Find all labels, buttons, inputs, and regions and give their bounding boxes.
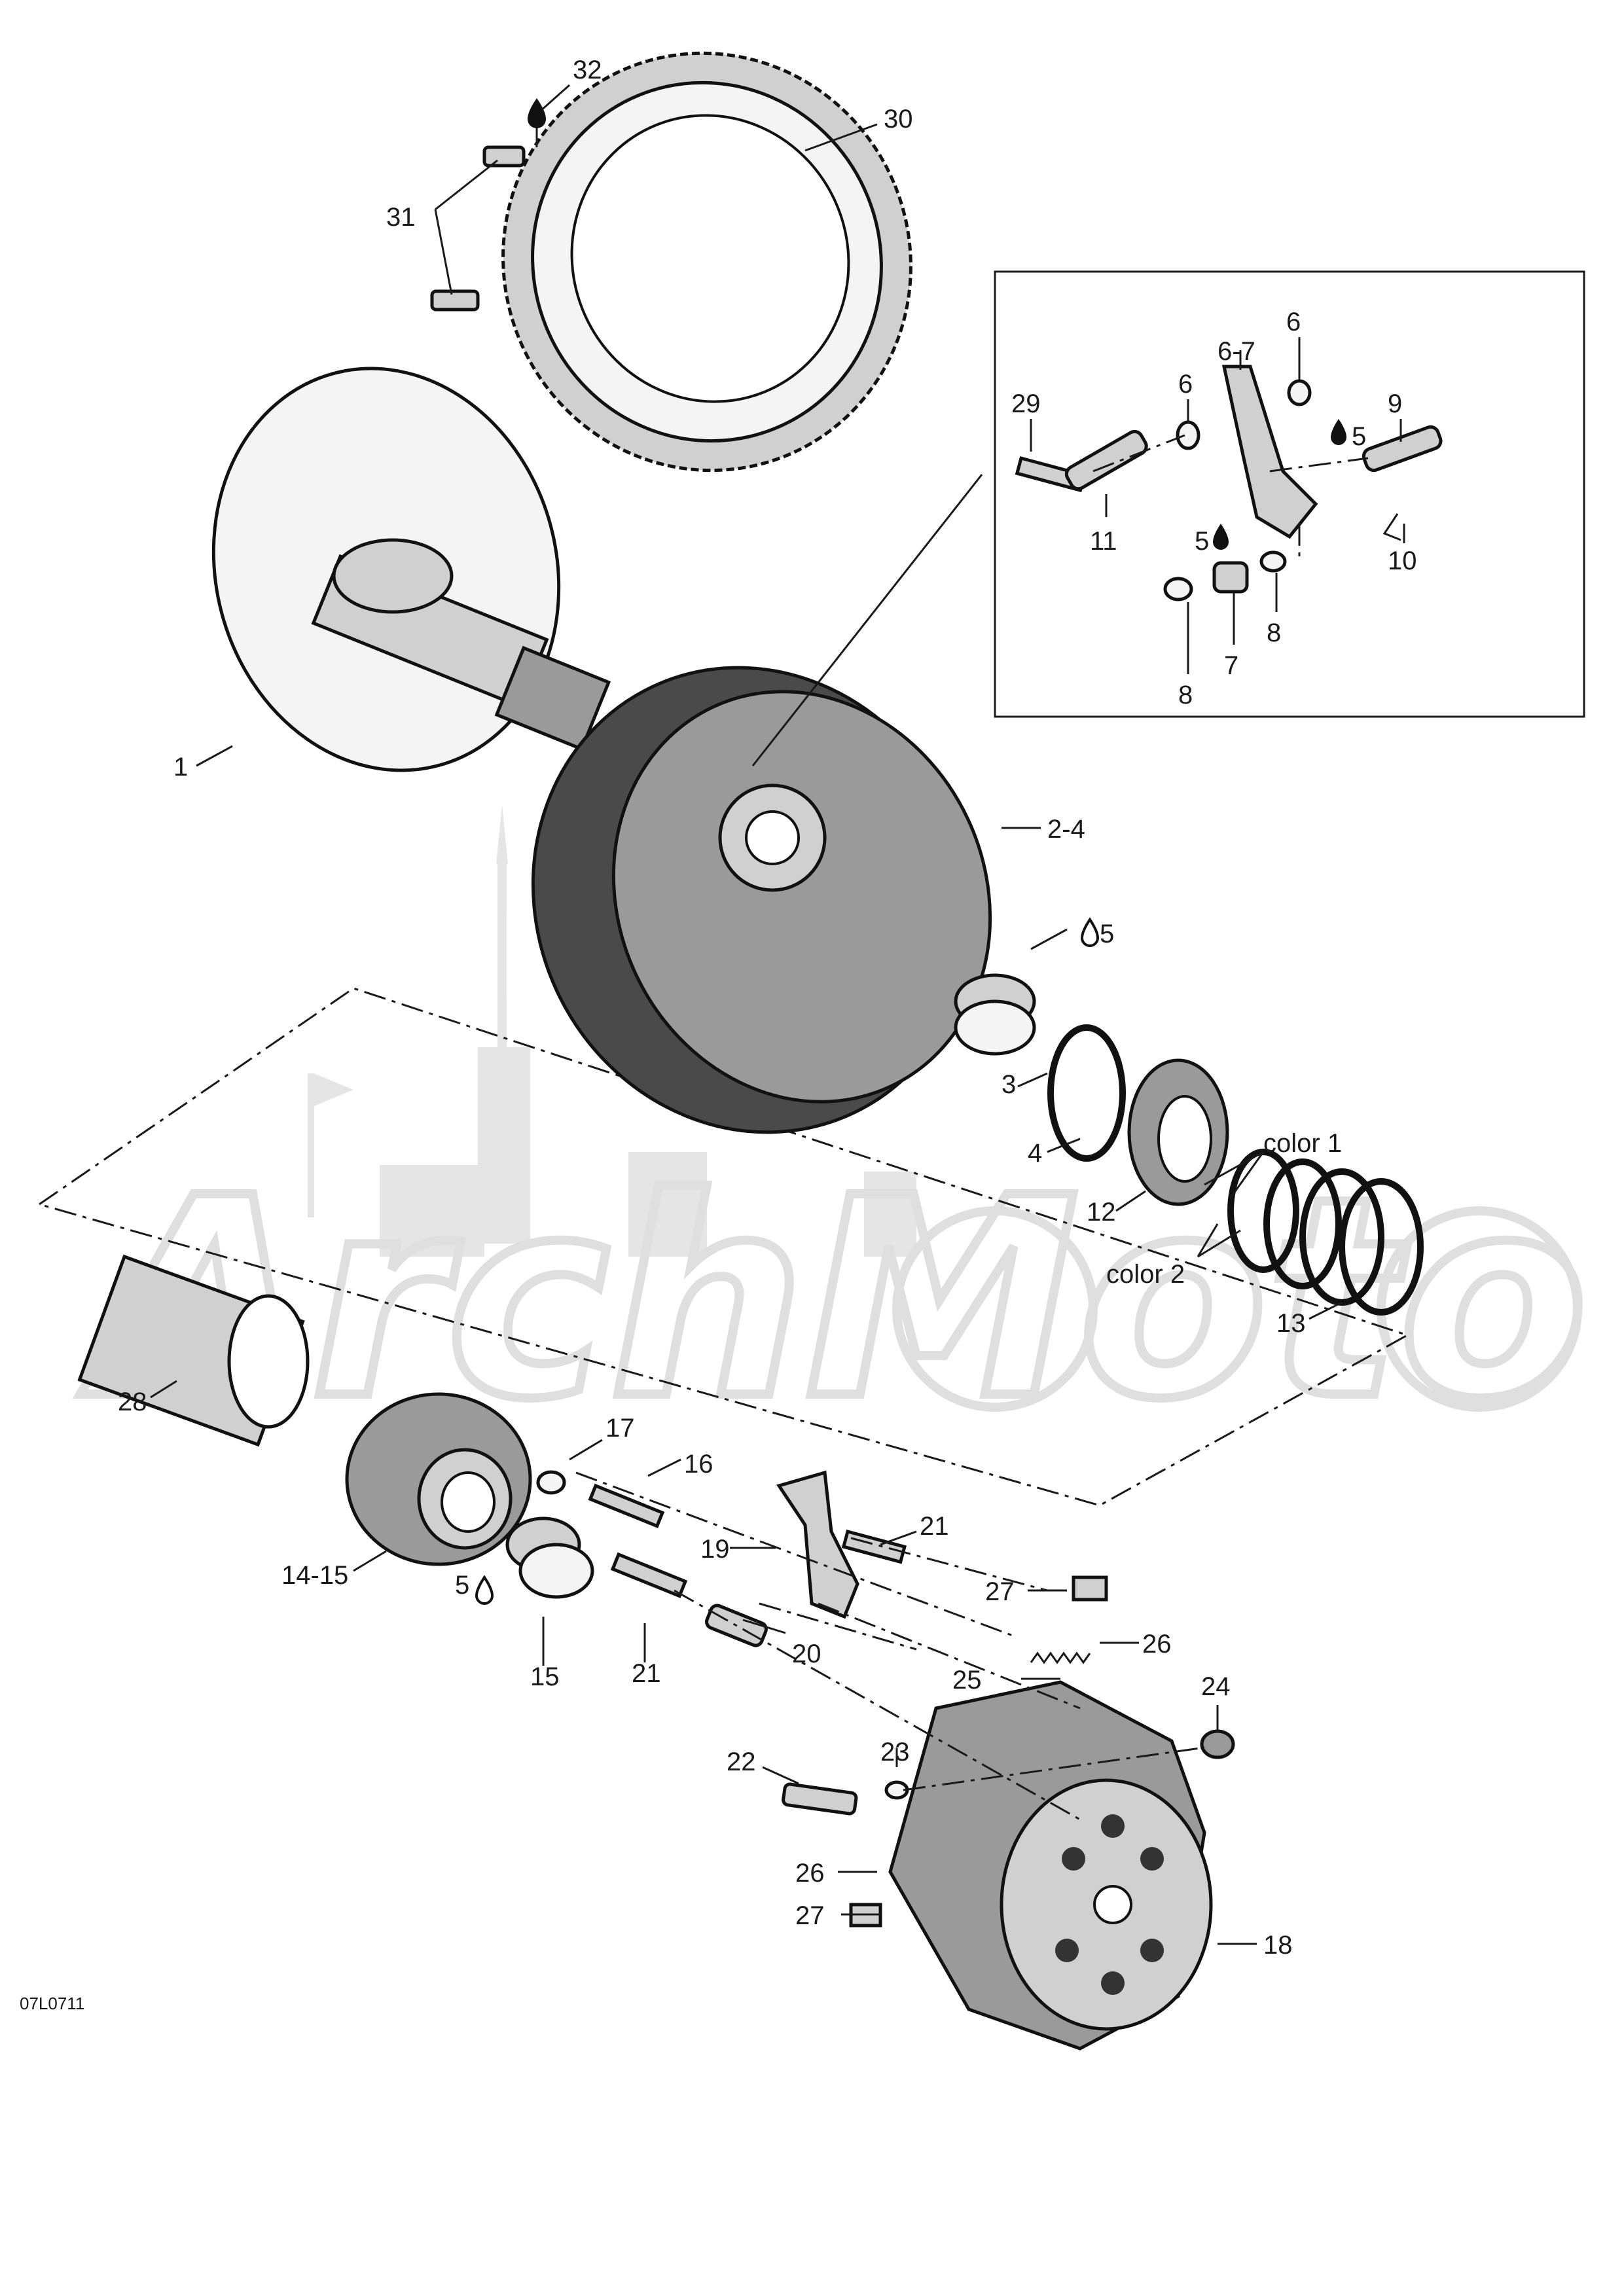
callout-27-upper: 27 [985,1577,1015,1606]
callout-22: 22 [727,1748,756,1776]
callout-26-upper: 26 [1142,1630,1172,1659]
callout-27-lower: 27 [795,1901,825,1930]
callout-6-left: 6 [1178,370,1193,399]
watermark-castle-icon [308,805,916,1257]
callout-23: 23 [880,1738,910,1767]
part-22-shoulder-screw [782,1782,858,1816]
callout-30: 30 [884,105,913,134]
callout-9: 9 [1388,389,1402,418]
oil-drop-icon [1080,917,1100,947]
detail-inset-box [994,270,1585,718]
inset-part-8-washer-left [1163,577,1193,601]
callout-21-upper: 21 [920,1512,949,1541]
part-3-bushing [954,973,1036,1056]
part-15-bushing [505,1516,594,1599]
callout-2-4: 2-4 [1047,815,1085,844]
callout-17: 17 [605,1414,635,1443]
callout-16: 16 [684,1450,713,1479]
callout-12: 12 [1087,1198,1116,1227]
lube-drops [475,98,1346,1605]
callout-31: 31 [386,203,416,232]
part-30-ring-gear [501,51,912,473]
callout-1: 1 [173,753,188,781]
callout-15: 15 [530,1662,560,1691]
image-code: 07L0711 [20,1994,84,2013]
callout-32: 32 [573,56,602,84]
callout-21-lower: 21 [632,1659,661,1688]
callout-5-sheave: 5 [1100,920,1114,948]
inset-part-9-pin [1362,425,1443,473]
part-4-circlip [1047,1024,1126,1162]
part-17-washer [536,1470,566,1495]
callout-28: 28 [118,1388,147,1416]
callout-5-inset: 5 [1195,527,1209,556]
part-24-nut [1200,1729,1235,1759]
callout-10: 10 [1388,547,1417,575]
callout-26-lower: 26 [795,1859,825,1888]
callout-18: 18 [1263,1931,1293,1960]
part-1-fixed-sheave [211,367,611,772]
part-25-spring [1030,1651,1091,1664]
leader-lines [150,84,1405,1945]
callout-color-1: color 1 [1263,1129,1342,1158]
oil-drop-icon [528,98,546,128]
part-12-spring-seat [1127,1058,1229,1206]
inset-part-7-bushing [1212,561,1249,594]
callout-6-7: 6-7 [1218,337,1255,366]
inset-part-6-7-arm [1221,365,1318,539]
inset-part-11-pin [1064,429,1148,491]
callout-19: 19 [700,1535,730,1564]
callout-8-right: 8 [1267,619,1281,647]
exploded-assembly-dash-outline [37,987,1410,1507]
callout-20: 20 [792,1640,821,1668]
part-14-15-spider [345,1392,532,1566]
part-21-screw-upper [841,1529,907,1564]
part-31-pins [430,145,526,312]
inset-part-8-washer-right [1259,550,1287,573]
callout-labels: 32 30 31 1 2-4 5 3 4 12 color 1 color 2 … [20,56,1417,2013]
callout-24: 24 [1201,1672,1231,1701]
callout-3: 3 [1001,1070,1016,1099]
part-21-screw-lower [610,1552,688,1598]
inset-part-6-washer-left [1176,420,1200,450]
part-2-4-movable-sheave [531,666,992,1134]
part-18-governor-cup [888,1680,1213,2051]
part-19-lever [776,1470,859,1619]
callout-29: 29 [1011,389,1041,418]
oil-drop-icon [1213,524,1229,550]
callout-11: 11 [1090,527,1117,556]
callout-5-arm: 5 [1352,422,1366,451]
callout-13: 13 [1276,1309,1306,1338]
watermark: ArchMoto [72,805,1593,1464]
callout-6-right: 6 [1286,308,1301,336]
callout-14-15: 14-15 [281,1561,348,1590]
oil-drop-icon [475,1575,494,1605]
callout-color-2: color 2 [1106,1260,1185,1289]
inset-part-10-cotter [1382,513,1401,541]
part-27-slider-upper [1072,1575,1108,1602]
callout-25: 25 [952,1666,982,1695]
callout-4: 4 [1028,1139,1042,1168]
part-16-screw [588,1483,665,1528]
callout-7: 7 [1224,651,1238,680]
oil-drop-icon [1331,419,1346,445]
callout-5-bushing: 5 [455,1571,469,1600]
inset-part-6-washer-right [1287,379,1312,406]
callout-8-left: 8 [1178,681,1193,709]
part-28-sleeve [77,1254,310,1447]
